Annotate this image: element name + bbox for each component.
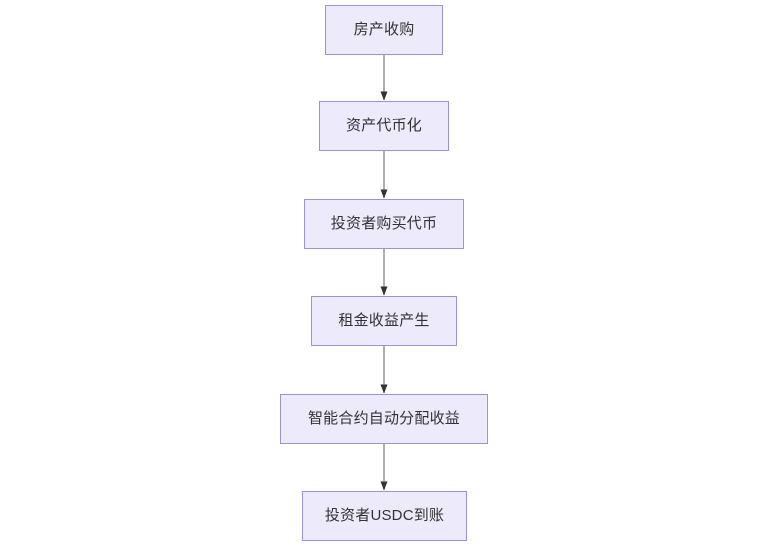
flowchart-node-smart-contract-distribution[interactable]: 智能合约自动分配收益 — [280, 394, 488, 444]
flowchart-node-property-acquisition[interactable]: 房产收购 — [325, 5, 443, 55]
node-label: 投资者USDC到账 — [324, 507, 445, 524]
node-label: 投资者购买代币 — [330, 215, 438, 232]
node-label: 智能合约自动分配收益 — [307, 410, 460, 427]
flowchart-node-rental-income-generated[interactable]: 租金收益产生 — [311, 296, 457, 346]
node-label: 房产收购 — [353, 21, 415, 38]
flowchart-node-investor-usdc-received[interactable]: 投资者USDC到账 — [302, 491, 467, 541]
flowchart-node-investor-buys-tokens[interactable]: 投资者购买代币 — [304, 199, 464, 249]
node-label: 资产代币化 — [345, 117, 422, 134]
flowchart-node-asset-tokenization[interactable]: 资产代币化 — [319, 101, 449, 151]
node-label: 租金收益产生 — [338, 312, 430, 329]
